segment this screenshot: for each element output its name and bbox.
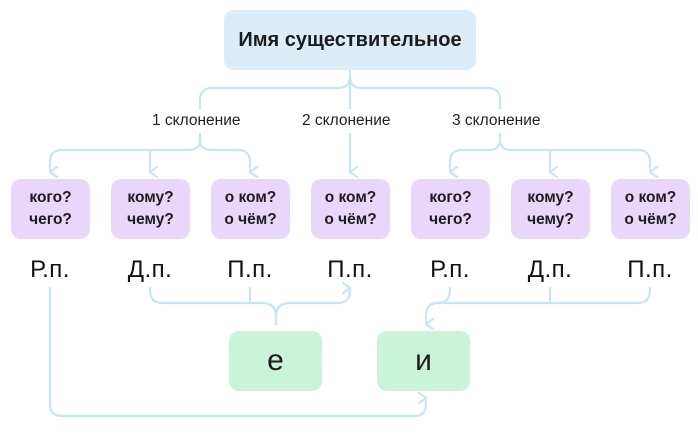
case-label-5: Р.п. [430,256,470,283]
declension-1-label: 1 склонение [148,109,245,133]
connector-decl3-branch [448,138,650,172]
connector-to-e [148,288,350,326]
declension-3-label: 3 склонение [448,109,545,133]
case-label-3: П.п. [227,256,273,283]
question-line: о чём? [224,211,277,228]
question-line: о ком? [324,189,377,206]
case-label-2: Д.п. [127,256,173,283]
question-line: о ком? [224,189,277,206]
declension-2-label: 2 склонение [298,109,395,133]
root-node-noun: Имя существительное [224,10,476,70]
connector-dp2-pp3 [436,286,652,305]
question-box-5: кого? чего? [411,179,490,239]
ending-box-i: и [377,331,470,391]
ending-box-e: е [229,331,322,391]
question-box-6: кому? чему? [511,179,590,239]
question-box-4: о ком? о чём? [311,179,390,239]
question-box-3: о ком? о чём? [211,179,290,239]
question-line: о чём? [624,211,677,228]
question-line: о чём? [324,211,377,228]
question-box-7: о ком? о чём? [611,179,690,239]
question-line: чему? [527,211,574,228]
case-label-4: П.п. [327,256,373,283]
question-line: о ком? [624,189,677,206]
connector-to-i-top [426,286,452,324]
connector-decl1-branch [48,138,250,172]
question-line: чего? [29,211,72,228]
case-label-6: Д.п. [527,256,573,283]
question-line: чего? [429,211,472,228]
question-line: чему? [127,211,174,228]
case-label-1: Р.п. [30,256,70,283]
connector-root-branch [198,74,502,111]
question-line: кого? [429,189,472,206]
question-line: кому? [127,189,174,206]
connector-rp1-loop [48,286,428,418]
question-line: кому? [527,189,574,206]
question-box-1: кого? чего? [11,179,90,239]
case-label-7: П.п. [627,256,673,283]
question-box-2: кому? чему? [111,179,190,239]
question-line: кого? [29,189,72,206]
